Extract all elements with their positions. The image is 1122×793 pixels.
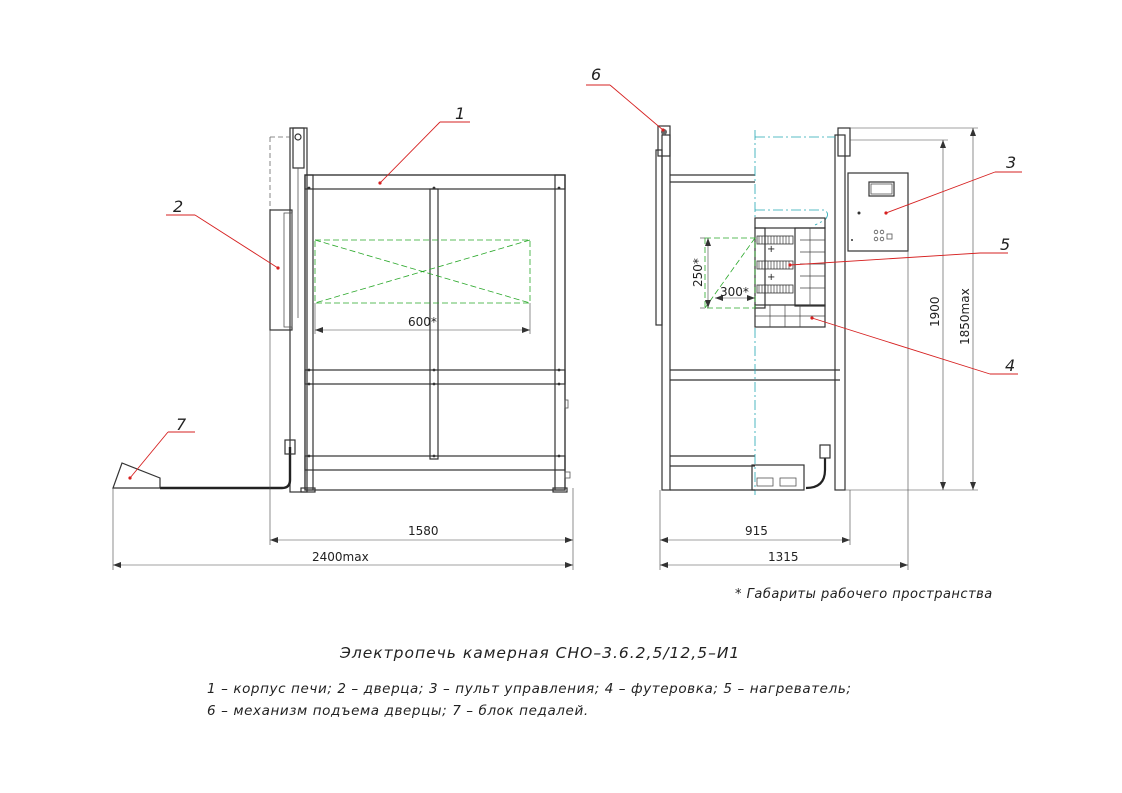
dim-300-label: 300* bbox=[720, 285, 749, 299]
door-raised-outline bbox=[269, 136, 290, 210]
control-panel-display bbox=[868, 181, 895, 197]
callout-1: 1 bbox=[455, 104, 465, 123]
lining-section bbox=[754, 217, 826, 328]
door-panel bbox=[269, 209, 293, 331]
middle-beam bbox=[304, 369, 566, 385]
foot-left bbox=[300, 487, 316, 493]
pedal-right bbox=[779, 477, 797, 487]
svg-text:+: + bbox=[767, 244, 775, 255]
handle-lower bbox=[564, 471, 571, 479]
dim-1315-label: 1315 bbox=[768, 550, 799, 564]
lower-beam bbox=[304, 455, 566, 471]
dim-1850-label: 1850max bbox=[958, 288, 972, 345]
handle-upper bbox=[564, 399, 569, 409]
side-left-post bbox=[661, 134, 671, 491]
dim-1580-label: 1580 bbox=[408, 524, 439, 538]
top-beam bbox=[304, 174, 566, 190]
pedals-box bbox=[751, 464, 805, 491]
rivets bbox=[307, 186, 561, 458]
side-door-plate bbox=[655, 149, 663, 326]
legend-line-2: 6 – механизм подъема дверцы; 7 – блок пе… bbox=[207, 703, 589, 719]
pedal-cable bbox=[160, 447, 292, 490]
heater-coils: + + bbox=[756, 235, 794, 294]
drawing-title: Электропечь камерная СНО–3.6.2,5/12,5–И1 bbox=[339, 644, 740, 662]
door-lift-mechanism bbox=[657, 125, 671, 157]
door-lift-head bbox=[292, 127, 305, 169]
callout-4: 4 bbox=[1005, 356, 1015, 375]
lift-pulley-icon bbox=[294, 133, 302, 141]
pedal-left bbox=[756, 477, 774, 487]
workspace-outline-side bbox=[704, 237, 756, 309]
dim-915-label: 915 bbox=[745, 524, 768, 538]
callout-3: 3 bbox=[1006, 153, 1016, 172]
front-view: 600* 1580 2400max bbox=[112, 127, 574, 570]
callout-7: 7 bbox=[176, 415, 187, 434]
callout-5: 5 bbox=[1000, 235, 1010, 254]
right-post bbox=[554, 174, 566, 491]
panel-button-icon bbox=[873, 229, 879, 235]
side-view: + + 250* 300* bbox=[655, 125, 978, 570]
dim-600-label: 600* bbox=[408, 315, 437, 329]
cable-connector bbox=[284, 439, 296, 455]
side-right-post bbox=[834, 134, 846, 491]
svg-text:+: + bbox=[767, 272, 775, 283]
workspace-outline-front bbox=[314, 239, 531, 304]
side-pedal-cable bbox=[805, 458, 827, 490]
left-post bbox=[304, 174, 314, 491]
workspace-note: * Габариты рабочего пространства bbox=[735, 587, 993, 602]
callouts: 1 2 7 6 3 5 4 bbox=[128, 65, 1022, 480]
side-cable-connector bbox=[819, 444, 831, 459]
door-edge bbox=[283, 212, 293, 328]
foot-right bbox=[552, 487, 568, 493]
control-panel bbox=[847, 172, 909, 252]
dim-250-label: 250* bbox=[691, 258, 705, 287]
dim-1900-label: 1900 bbox=[928, 296, 942, 327]
callout-2: 2 bbox=[173, 197, 183, 216]
pedal-block bbox=[112, 462, 161, 489]
body-frame-outline bbox=[304, 174, 566, 491]
dim-2400-label: 2400max bbox=[312, 550, 369, 564]
side-top-fixture bbox=[837, 127, 851, 157]
legend-line-1: 1 – корпус печи; 2 – дверца; 3 – пульт у… bbox=[207, 681, 852, 697]
callout-6: 6 bbox=[591, 65, 601, 84]
